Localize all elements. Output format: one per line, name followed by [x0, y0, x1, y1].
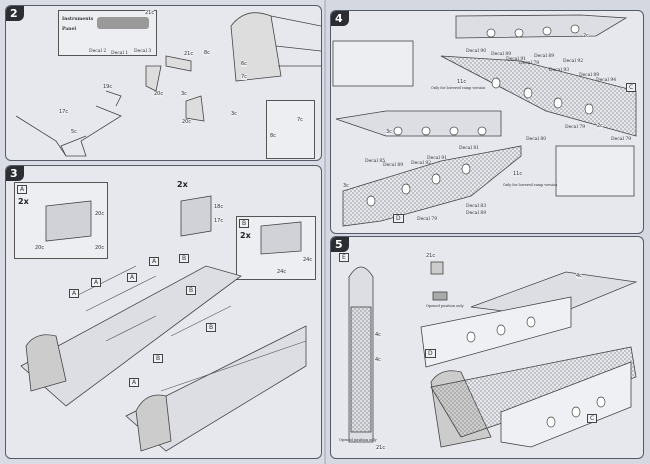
part-number: 3c [231, 111, 237, 117]
part-number: 17c [214, 218, 224, 224]
step-4-panel: 4 C D 2c 2c 11c 3c 11c 3c Only for lower… [330, 10, 644, 234]
opened-position-note: Opened position only [339, 438, 377, 442]
decal-label: Decal 89 [579, 73, 600, 78]
part-number: 4c [375, 332, 381, 338]
decal-label: Decal 92 [563, 59, 584, 64]
part-number: 4c [576, 273, 582, 279]
decal-label: Decal 3 [134, 49, 152, 54]
decal-label: Decal 91 [427, 156, 448, 161]
part-number: 6c [241, 61, 247, 67]
part-number: 21c [376, 445, 386, 451]
quantity-label: 2x [18, 197, 29, 206]
part-number: 3c [343, 183, 349, 189]
ramp-version-note: Only for lowered ramp version [503, 183, 558, 187]
part-number: 2c [583, 33, 589, 39]
decal-label: Decal 89 [383, 163, 404, 168]
part-number: 21c [426, 253, 436, 259]
decal-label: Decal 79 [565, 125, 586, 130]
part-number: 20c [154, 91, 164, 97]
seat-ref-label: B [206, 323, 217, 332]
decal-label: Decal 85 [365, 159, 386, 164]
decal-label: Decal 94 [596, 78, 617, 83]
part-number: 4c [375, 357, 381, 363]
step-number: 4 [331, 11, 349, 26]
part-number: 20c [182, 119, 192, 125]
part-number: 3c [386, 129, 392, 135]
seat-ref-label: B [186, 286, 197, 295]
part-number: 11c [513, 171, 523, 177]
part-number: 7c [241, 74, 247, 80]
decal-label: Decal 2 [89, 49, 107, 54]
decal-label: Decal 79 [611, 137, 632, 142]
part-number: 17c [59, 109, 69, 115]
decal-label: Decal 79 [417, 217, 438, 222]
decal-label: Decal 89 [534, 54, 555, 59]
decal-label: Decal 89 [491, 52, 512, 57]
seat-ref-label: A [69, 289, 80, 298]
part-number: 11c [457, 79, 467, 85]
seat-ref-label: A [149, 257, 160, 266]
step-3-panel: 3 A 2x 20c 20c 20c 2x 18c 17c B 2x 24c 2… [5, 165, 322, 459]
part-number: 24c [303, 257, 313, 263]
step-3-drawing [20, 195, 307, 452]
seat-ref-label: A [129, 378, 140, 387]
part-number: 18c [214, 204, 224, 210]
part-number: 2c [597, 123, 603, 129]
seat-ref-label: A [127, 273, 138, 282]
part-number: 5c [71, 129, 77, 135]
decal-label: Decal 79 [519, 61, 540, 66]
assembly-label: D [425, 349, 436, 358]
part-number: 21c [184, 51, 194, 57]
step-4-drawing [332, 14, 637, 227]
part-number: 20c [95, 211, 105, 217]
part-number: 8c [204, 50, 210, 56]
decal-label: Decal 80 [526, 137, 547, 142]
step-number: 3 [6, 166, 24, 181]
part-number: 21c [145, 10, 155, 16]
quantity-label: 2x [177, 180, 188, 189]
decal-label: Decal 89 [466, 211, 487, 216]
inset-title: Panel [62, 27, 77, 32]
quantity-label: 2x [240, 231, 251, 240]
seat-ref-label: B [179, 254, 190, 263]
panel-part [97, 17, 149, 29]
seat-ref-label: A [91, 278, 102, 287]
part-number: 20c [35, 245, 45, 251]
assembly-label: B [239, 219, 250, 228]
step-number: 5 [331, 237, 349, 252]
decal-label: Decal 90 [466, 49, 487, 54]
decal-label: Decal 92 [411, 161, 432, 166]
assembly-label: E [339, 253, 349, 262]
assembly-label: A [17, 185, 28, 194]
seat-ref-label: B [153, 354, 164, 363]
assembly-label: C [626, 83, 637, 92]
inset-title: Instruments [62, 17, 94, 22]
assembly-label: C [587, 414, 598, 423]
part-number: 3c [181, 91, 187, 97]
opened-position-note: Opened position only [426, 304, 464, 308]
step-5-panel: 5 E C D 21c 4c 4c 4c 21c Opened position… [330, 236, 644, 459]
step-5-drawing [348, 261, 638, 448]
part-number: 7c [297, 117, 303, 123]
part-number: 24c [277, 269, 287, 275]
step-number: 2 [6, 6, 24, 21]
assembly-label: D [393, 214, 404, 223]
ramp-version-note: Only for lowered ramp version [431, 86, 486, 90]
part-number: 8c [270, 133, 276, 139]
part-number: 20c [95, 245, 105, 251]
instruments-panel-inset: Instruments Panel Decal 2 Decal 1 Decal … [58, 10, 157, 56]
detail-inset: 7c 8c [266, 100, 315, 159]
decal-label: Decal 1 [111, 51, 129, 56]
step-2-panel: 2 Instruments Panel Decal 2 Decal 1 Deca… [5, 5, 322, 161]
decal-label: Decal 91 [506, 57, 527, 62]
decal-label: Decal 93 [549, 68, 570, 73]
decal-label: Decal 83 [466, 204, 487, 209]
decal-label: Decal 81 [459, 146, 480, 151]
part-number: 19c [103, 84, 113, 90]
